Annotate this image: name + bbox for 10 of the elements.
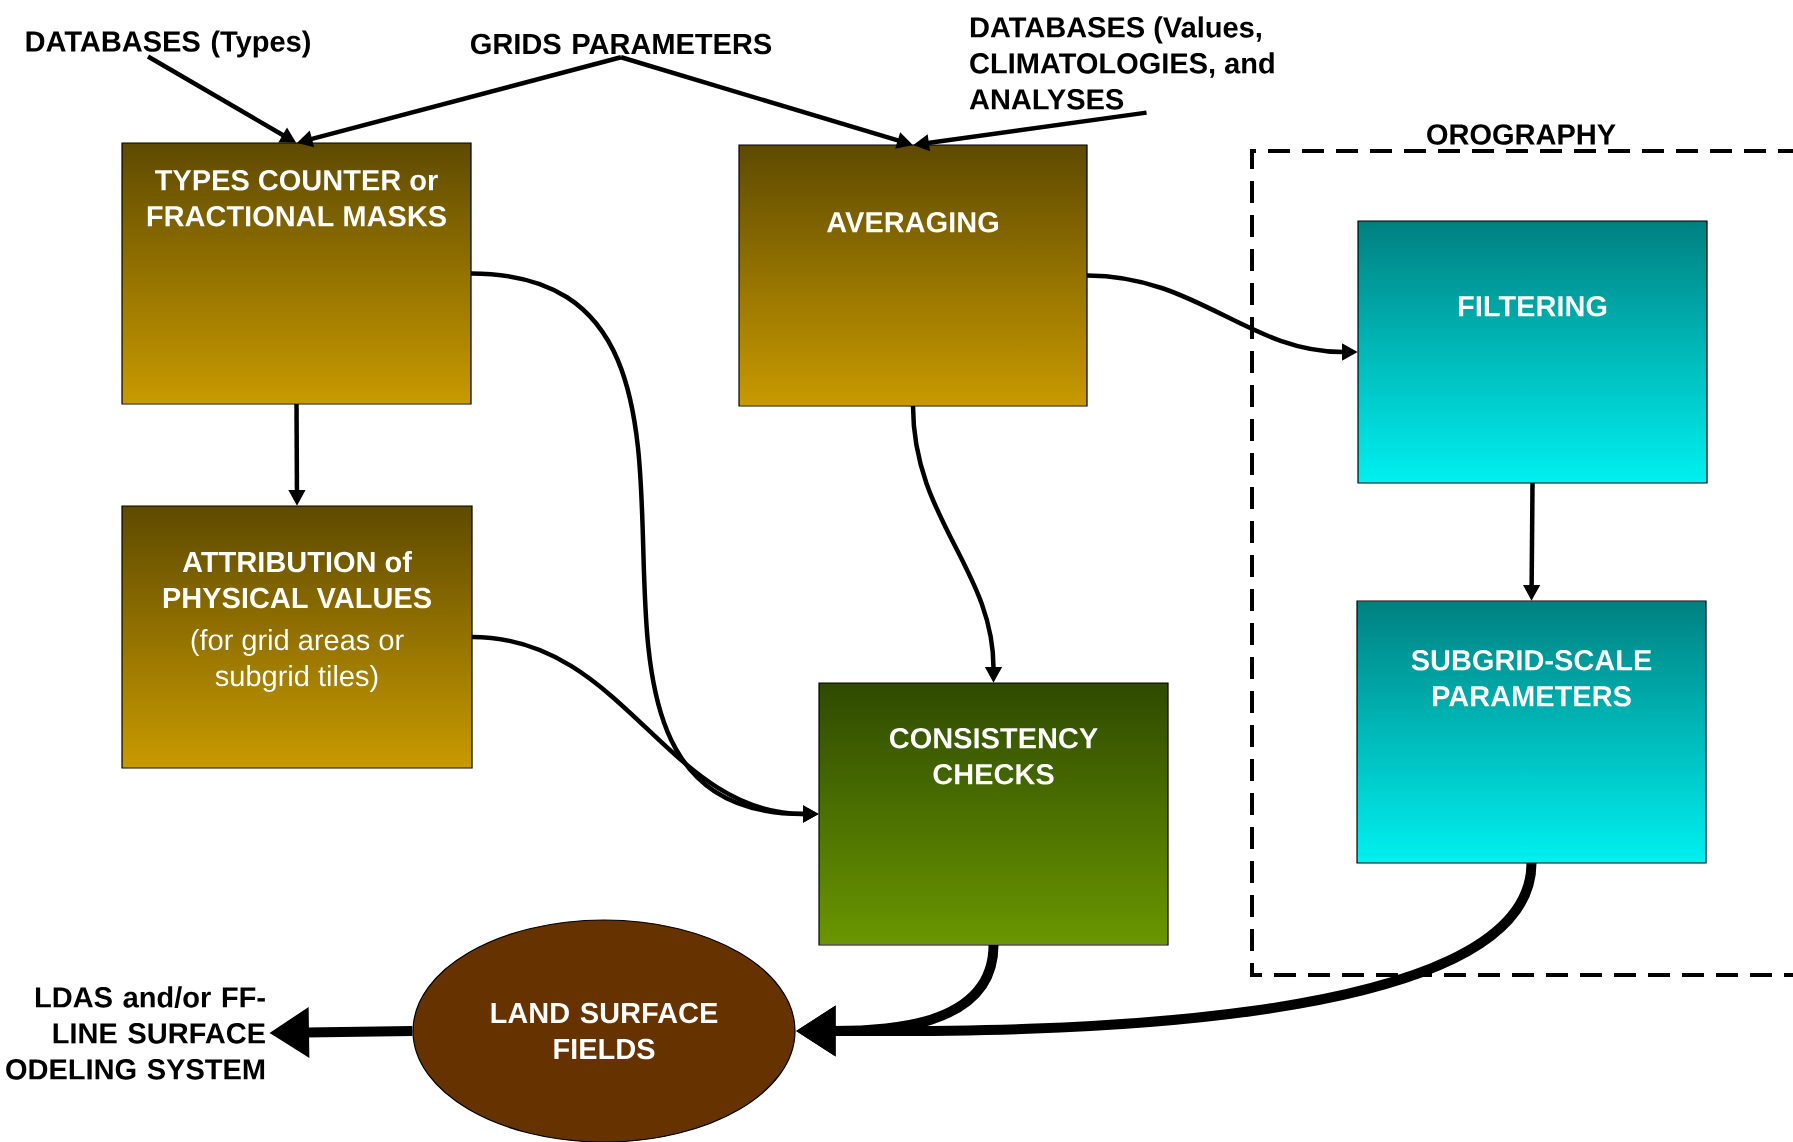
process-box: CONSISTENCY CHECKS: [818, 682, 1169, 946]
source-label: DATABASES (Types): [26, 30, 310, 58]
process-box: ATTRIBUTION of PHYSICAL VALUES (for grid areas or subgrid tiles): [121, 505, 473, 769]
process-box: SUBGRID-SCALE PARAMETERS: [1356, 600, 1707, 864]
process-box: AVERAGING: [738, 144, 1088, 407]
process-box: FILTERING: [1357, 220, 1708, 484]
output-label: LDAS and/or FF-LINE SURFACE ODELING SYSTEM: [6, 986, 265, 1080]
source-label: DATABASES (Values, CLIMATOLOGIES, and ANALYSES: [969, 16, 1274, 110]
source-label: GRIDS PARAMETERS: [471, 33, 772, 55]
process-box: TYPES COUNTER or FRACTIONAL MASKS: [121, 142, 472, 405]
